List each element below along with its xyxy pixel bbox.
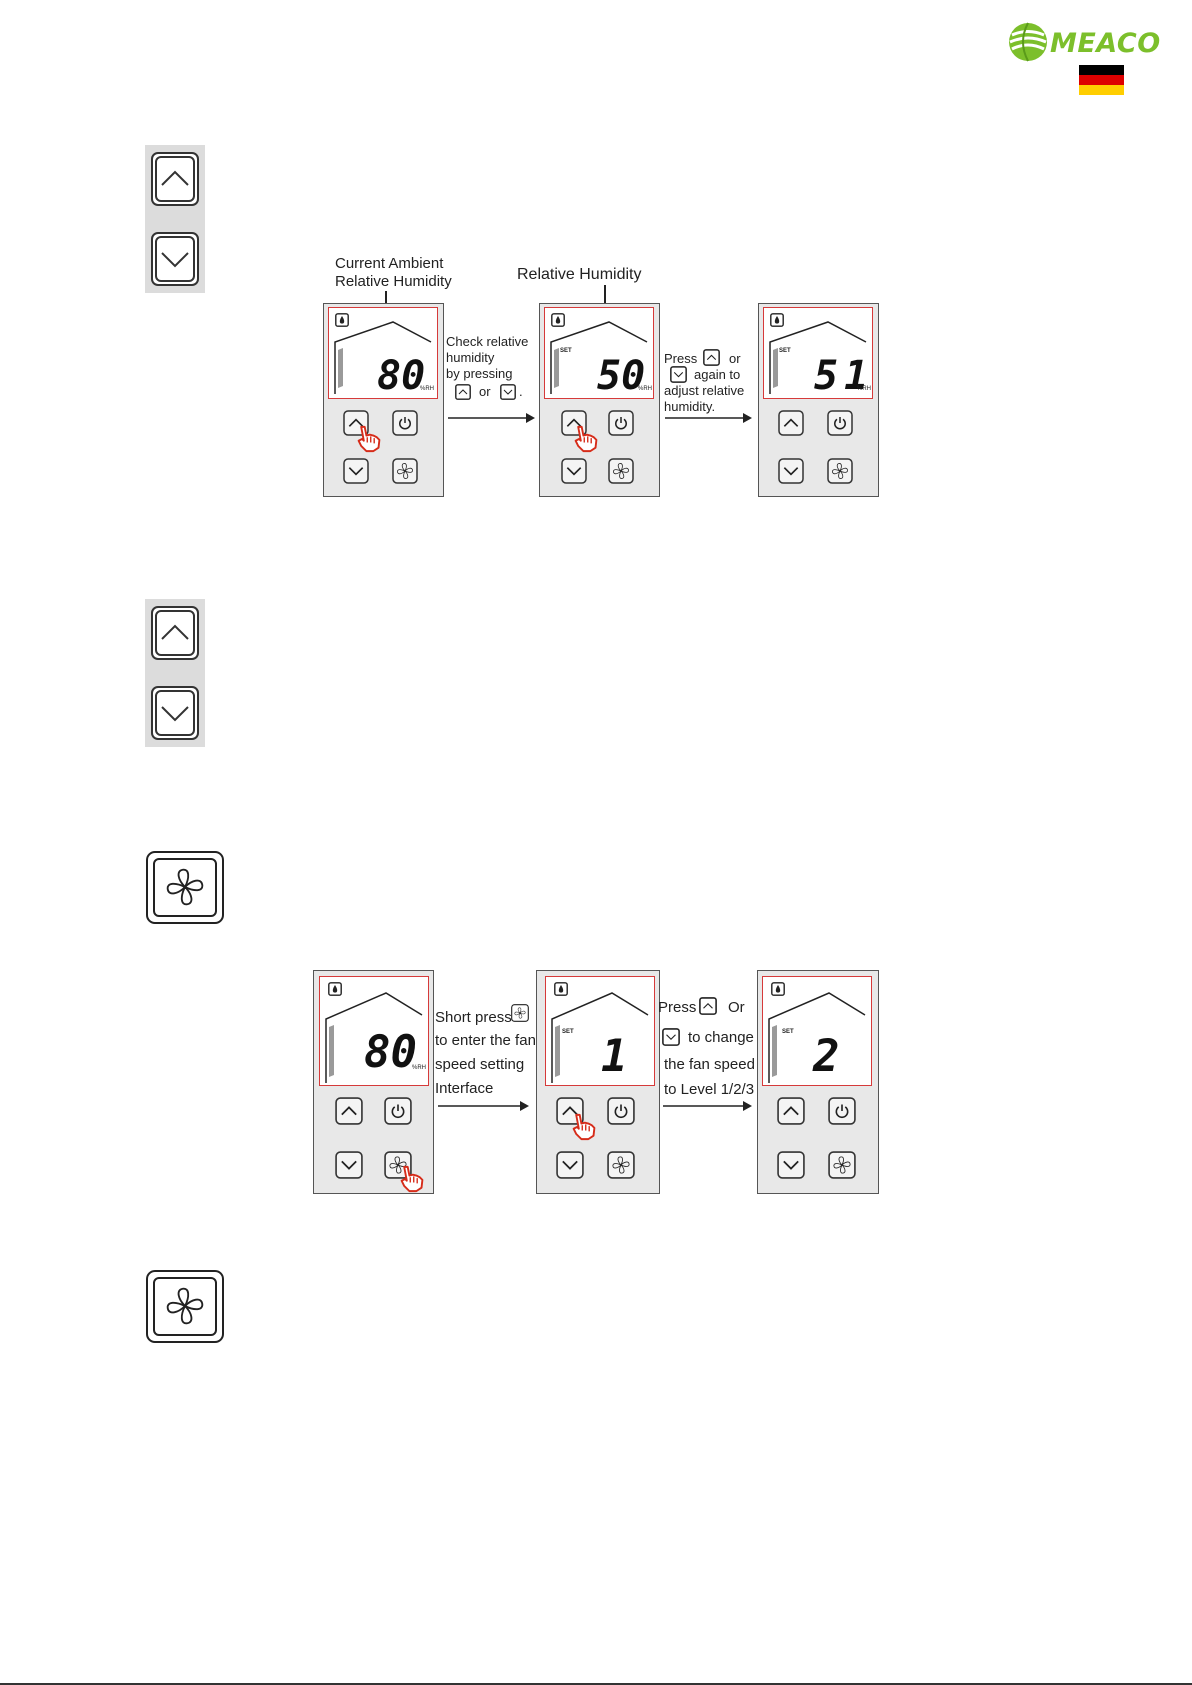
power-button [607, 1097, 635, 1125]
step2-or: Or [728, 1000, 745, 1016]
fan-level: 2 [813, 1035, 840, 1079]
step1-interface: Interface [435, 1081, 493, 1097]
control-panel-3: SET 2 [757, 970, 879, 1194]
power-button [828, 1097, 856, 1125]
step1-enter-fan: to enter the fan [435, 1033, 536, 1049]
arrow-step1 [438, 1100, 530, 1112]
step1-short-press: Short press [435, 1010, 512, 1026]
unit-label: %RH [412, 1065, 426, 1071]
fan-icon [162, 1283, 208, 1329]
fan-level: 1 [601, 1035, 628, 1079]
down-button [556, 1151, 584, 1179]
lcd-screen: SET 1 [545, 976, 655, 1086]
fan-icon [511, 1004, 529, 1022]
up-icon [699, 997, 717, 1015]
down-button [335, 1151, 363, 1179]
down-icon [662, 1028, 680, 1046]
fan-key-large-2 [146, 1270, 224, 1343]
power-button [384, 1097, 412, 1125]
humidity-reading: 80 [364, 1031, 417, 1075]
step2-press: Press [658, 1000, 696, 1016]
control-panel-1: 80 %RH [313, 970, 434, 1194]
step1-speed-setting: speed setting [435, 1057, 524, 1073]
up-button [335, 1097, 363, 1125]
step2-to-change: to change [688, 1030, 754, 1046]
control-panel-2: SET 1 [536, 970, 660, 1194]
fan-speed-diagram: 80 %RH Short press to enter the fan spee… [0, 0, 1192, 1220]
pointing-hand-icon [571, 1113, 597, 1141]
lcd-screen: SET 2 [762, 976, 872, 1086]
arrow-step2 [663, 1100, 753, 1112]
pointing-hand-icon [399, 1165, 425, 1193]
set-label: SET [782, 1029, 794, 1035]
fan-button [828, 1151, 856, 1179]
down-button [777, 1151, 805, 1179]
house-outline [546, 991, 654, 1085]
step2-level: to Level 1/2/3 [664, 1082, 754, 1098]
step2-fan-speed: the fan speed [664, 1057, 755, 1073]
set-label: SET [562, 1029, 574, 1035]
lcd-screen: 80 %RH [319, 976, 429, 1086]
fan-button [607, 1151, 635, 1179]
up-button [777, 1097, 805, 1125]
